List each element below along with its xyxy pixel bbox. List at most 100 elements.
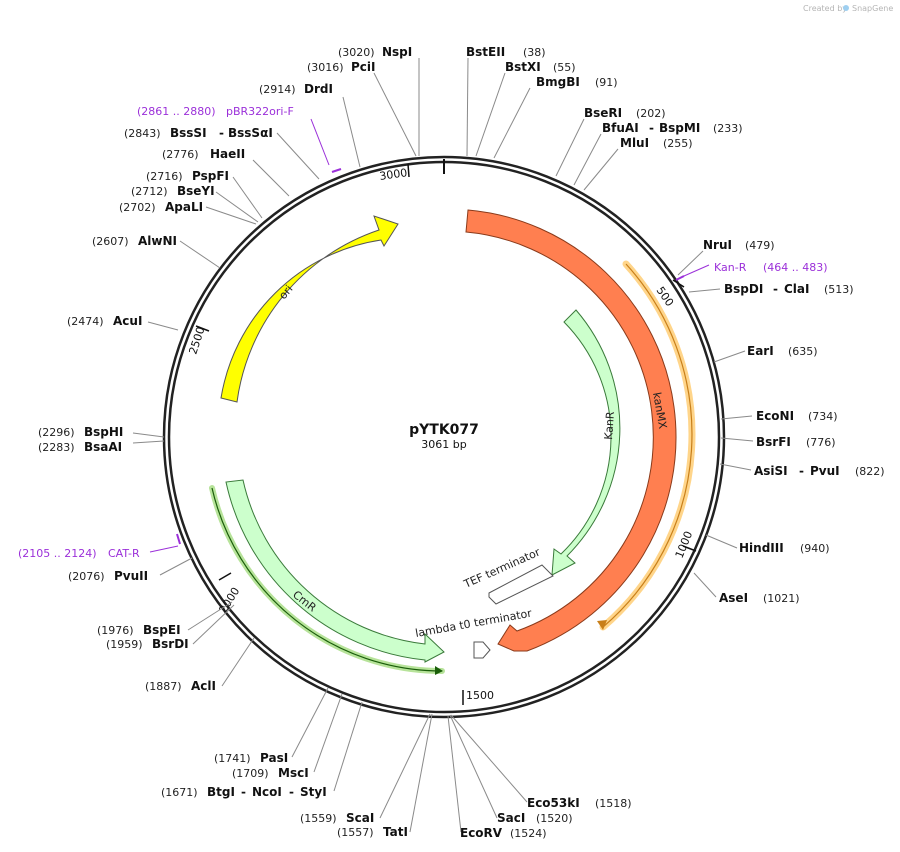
restriction-sites: (3020) NspI (3016) PciI BstEII (38) BstX… <box>38 45 885 840</box>
site-bspdi-pos: (513) <box>824 283 854 296</box>
site-pvuii-pos: (2076) <box>68 570 105 583</box>
leader-bsrfi <box>720 437 754 442</box>
site-bsrfi-name: BsrFI <box>756 435 791 449</box>
tick-label-1500: 1500 <box>466 689 494 702</box>
lambda-t0-terminator-feature <box>473 641 491 659</box>
plasmid-name: pYTK077 <box>409 422 479 438</box>
site-eco53ki-pos: (1518) <box>595 797 632 810</box>
leader-ecorv <box>447 715 462 833</box>
site-bstxi-pos: (55) <box>553 61 576 74</box>
site-acui-pos: (2474) <box>67 315 104 328</box>
site-bseyi-pos: (2712) <box>131 185 168 198</box>
site-tati-name: TatI <box>383 825 408 839</box>
site-bspei-pos: (1976) <box>97 624 134 637</box>
leader-acli <box>221 637 255 687</box>
leader-econi <box>720 415 753 420</box>
site-pspfi-pos: (2716) <box>146 170 183 183</box>
primer-pbr322ori-f-range: (2861 .. 2880) <box>137 105 216 118</box>
leader-bseyi <box>215 191 259 223</box>
site-mlui-pos: (255) <box>663 137 693 150</box>
leader-bmgbi <box>493 87 531 159</box>
kanmx-label: kanMX <box>650 391 669 430</box>
leader-tati <box>409 713 433 833</box>
kanmx-orf-arrowhead <box>597 620 607 630</box>
leader-acui <box>147 321 179 331</box>
site-btgi-separator-2: - <box>289 785 294 799</box>
site-acli-pos: (1887) <box>145 680 182 693</box>
site-asei-name: AseI <box>719 591 748 605</box>
site-bfuai-name: BfuAI <box>602 121 639 135</box>
leader-mlui <box>583 148 619 191</box>
site-bseri-pos: (202) <box>636 107 666 120</box>
site-pvui-name: PvuI <box>810 464 840 478</box>
leader-scai <box>379 713 431 819</box>
site-pspfi-name: PspFI <box>192 169 229 183</box>
site-haeii-name: HaeII <box>210 147 245 161</box>
site-econi-pos: (734) <box>808 410 838 423</box>
site-bsssi-name: BssSI <box>170 126 207 140</box>
site-nspi-name: NspI <box>382 45 412 59</box>
site-ecorv-pos: (1524) <box>510 827 547 840</box>
site-asei-pos: (1021) <box>763 592 800 605</box>
primer-cat-r-name: CAT-R <box>108 547 140 560</box>
tick-2500 <box>195 325 210 332</box>
site-styi-name: StyI <box>300 785 327 799</box>
site-nrui-name: NruI <box>703 238 732 252</box>
leader-bseri <box>555 118 585 177</box>
leader-alwni <box>179 240 221 269</box>
site-eari-pos: (635) <box>788 345 818 358</box>
ori-feature <box>220 215 399 403</box>
site-bseyi-name: BseYI <box>177 184 215 198</box>
site-bmgbi-name: BmgBI <box>536 75 580 89</box>
site-bsteii-name: BstEII <box>466 45 505 59</box>
leader-pasi <box>291 687 329 758</box>
leader-pvuii <box>159 557 193 576</box>
primer-pbr322ori-f-leader <box>310 118 330 166</box>
site-bspei-name: BspEI <box>143 623 181 637</box>
site-alwni-pos: (2607) <box>92 235 129 248</box>
leader-bstxi <box>475 72 506 157</box>
snapgene-logo-icon <box>843 5 849 11</box>
credit-brand: SnapGene <box>852 4 893 13</box>
leader-nrui <box>677 250 704 276</box>
site-bseri-name: BseRI <box>584 106 622 120</box>
site-pcii-name: PciI <box>351 60 376 74</box>
leader-bsaai <box>132 440 165 444</box>
site-bfuai-separator: - <box>649 121 654 135</box>
primer-pbr322ori-f-mark <box>331 168 342 173</box>
site-bsaai-pos: (2283) <box>38 441 75 454</box>
site-asisi-pos: (822) <box>855 465 885 478</box>
site-pasi-pos: (1741) <box>214 752 251 765</box>
site-scai-name: ScaI <box>346 811 374 825</box>
site-bsrdi-name: BsrDI <box>152 637 189 651</box>
leader-bsrdi <box>192 604 235 645</box>
leader-asisi <box>719 463 752 471</box>
primer-cat-r-range: (2105 .. 2124) <box>18 547 97 560</box>
leader-eari <box>713 350 746 363</box>
tick-label-2000: 2000 <box>217 585 243 616</box>
site-ecorv-name: EcoRV <box>460 826 503 840</box>
leader-bfuai <box>573 133 602 186</box>
site-bsphi-pos: (2296) <box>38 426 75 439</box>
site-bspdi-name: BspDI <box>724 282 763 296</box>
center-label: pYTK077 3061 bp <box>409 422 479 451</box>
primer-kan-r-mark <box>675 275 685 281</box>
site-bstxi-name: BstXI <box>505 60 541 74</box>
leader-msci <box>313 693 343 773</box>
site-pcii-pos: (3016) <box>307 61 344 74</box>
site-bsteii-pos: (38) <box>523 46 546 59</box>
site-nrui-pos: (479) <box>745 239 775 252</box>
site-bsphi-name: BspHI <box>84 425 123 439</box>
leader-pspfi <box>232 176 263 219</box>
site-leader-lines <box>132 57 754 833</box>
site-drdi-pos: (2914) <box>259 83 296 96</box>
site-msci-name: MscI <box>278 766 309 780</box>
tef-terminator-feature <box>488 564 554 605</box>
site-mlui-name: MluI <box>620 136 649 150</box>
primers: (2861 .. 2880) pBR322ori-F Kan-R (464 ..… <box>18 105 828 560</box>
kanmx-feature <box>465 209 677 652</box>
cmr-orf-arrowhead <box>435 666 443 675</box>
leader-apali <box>205 206 257 225</box>
leader-pcii <box>373 72 417 157</box>
